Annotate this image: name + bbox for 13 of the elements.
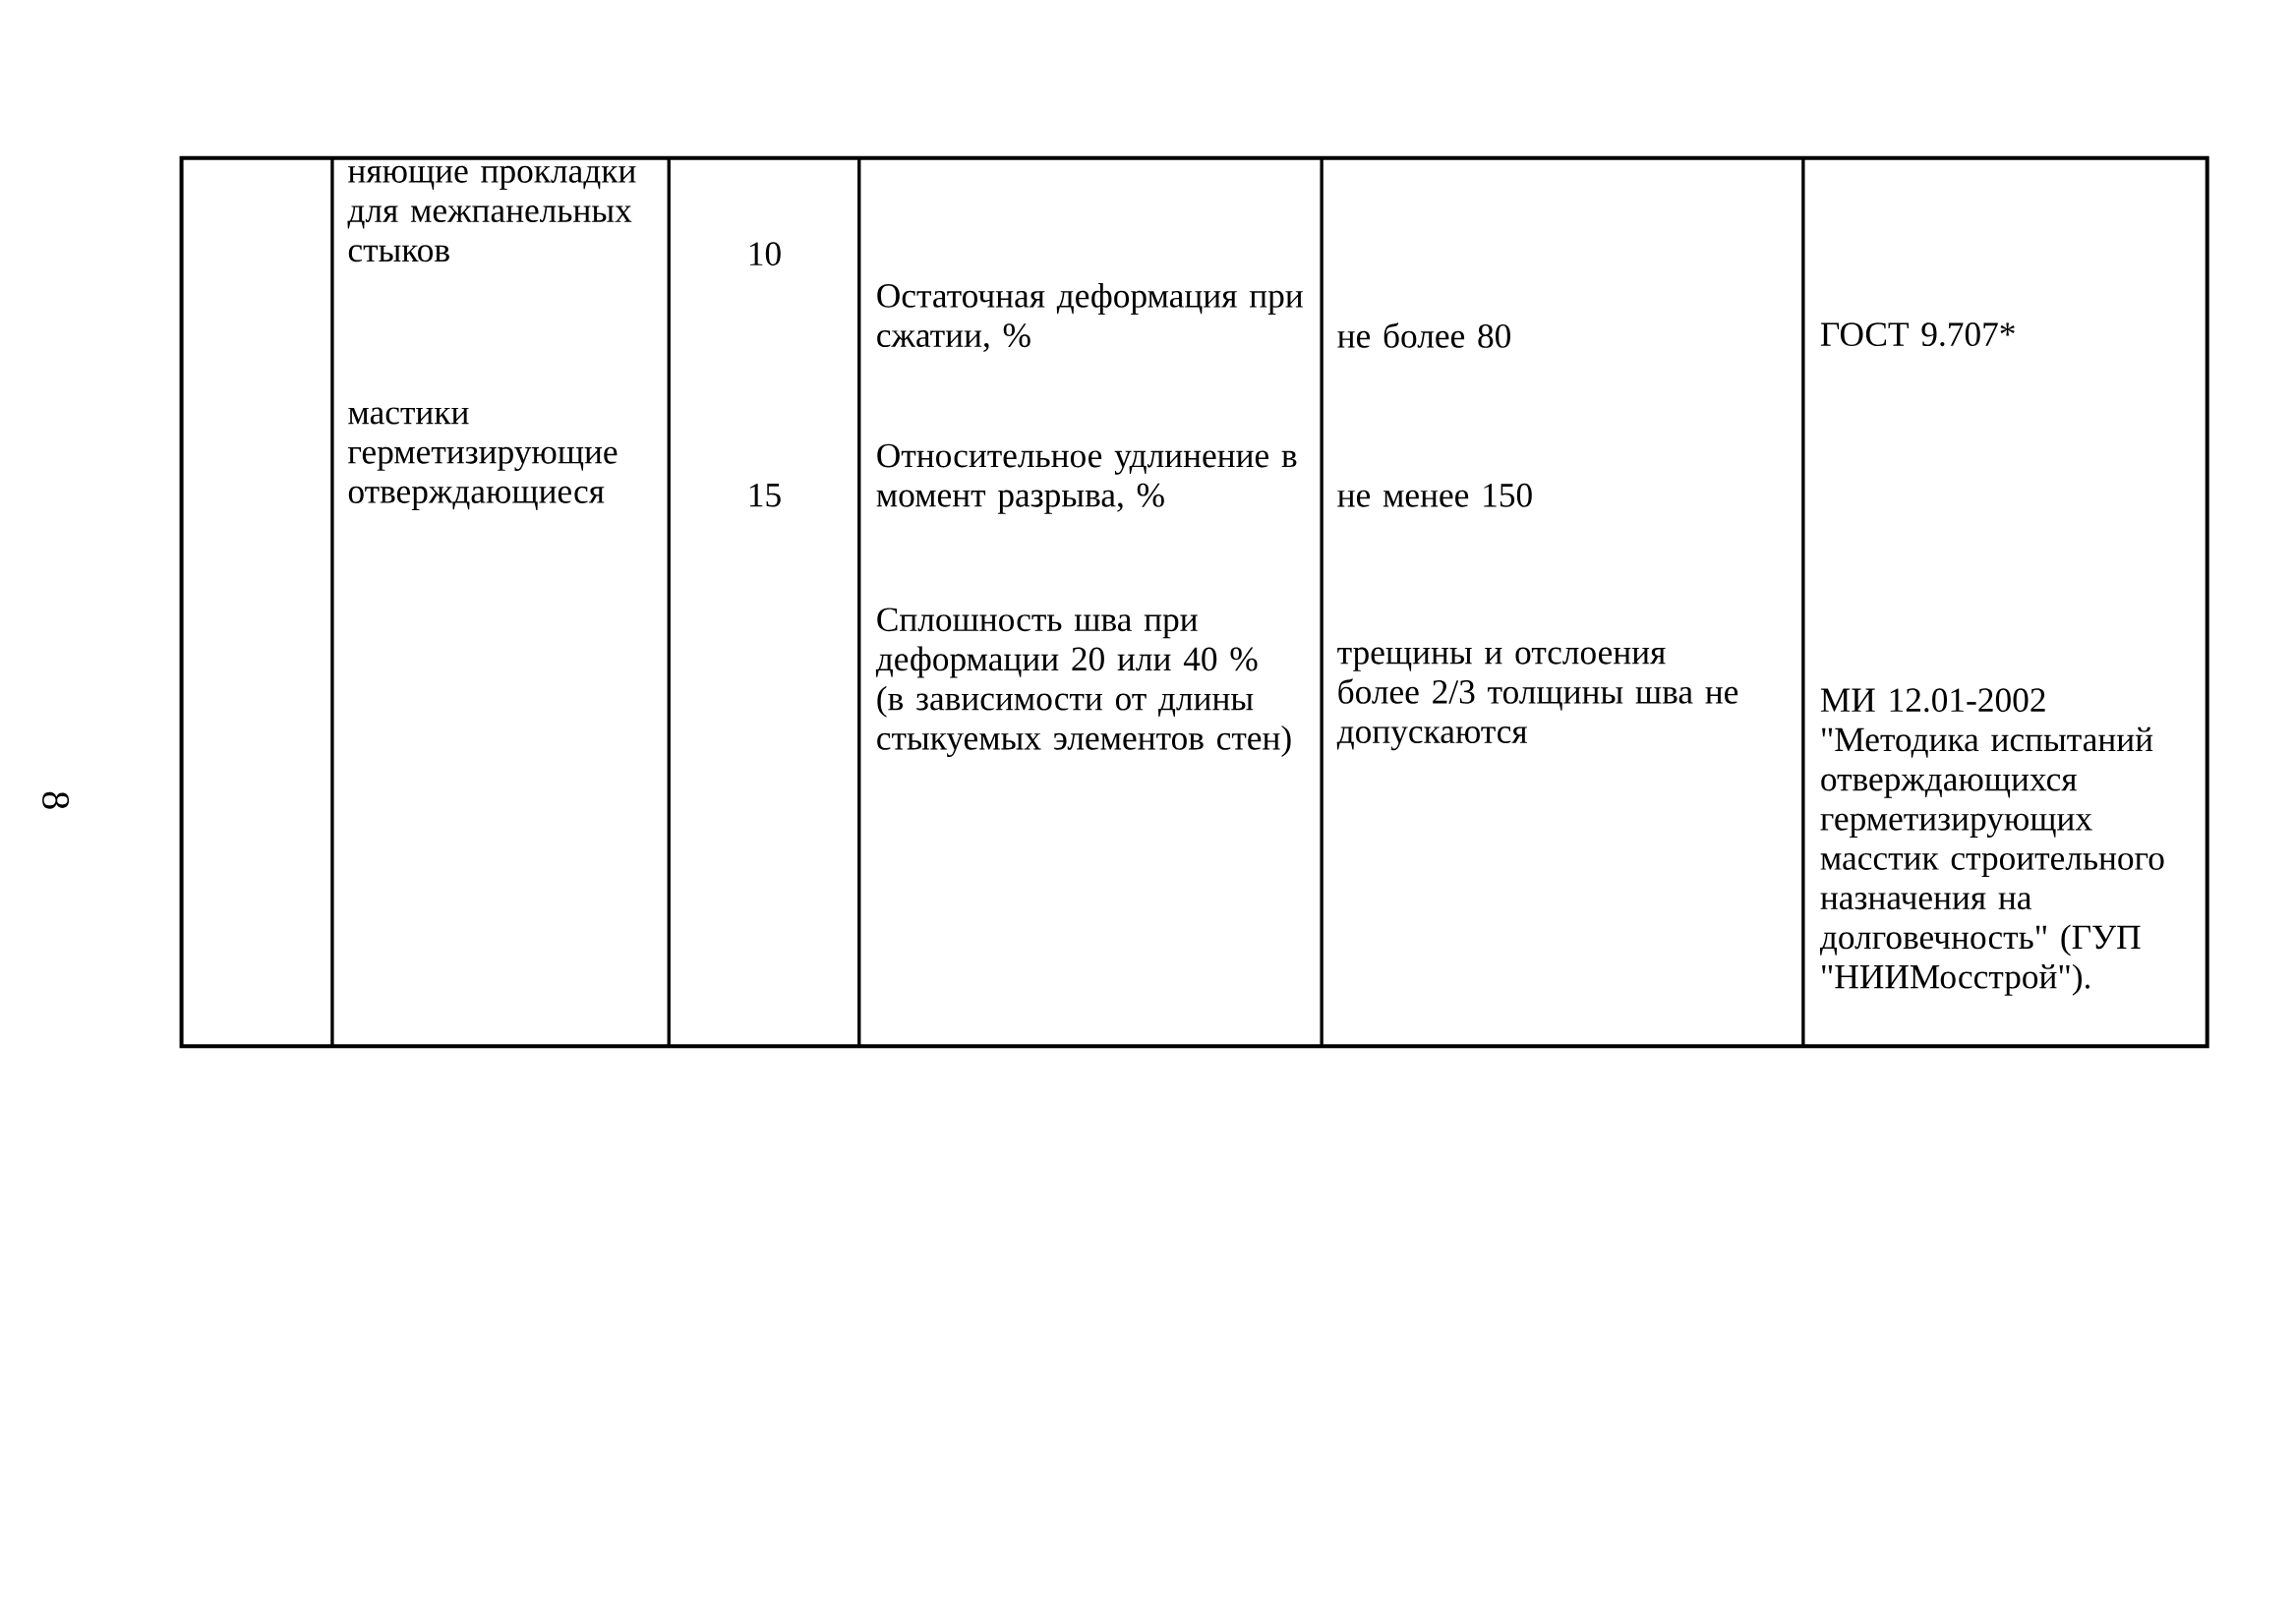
cell-text: не более 80	[1337, 322, 1510, 348]
cell-text: МИ 12.01-2002 "Методика испытаний отверждающихся герметизирующих масстик строительного назначения на долговечность" (ГУП "НИИМосстрой").	[1819, 688, 2164, 996]
cell-text: Относительное удлинение в момент разрыва, %	[876, 443, 1297, 514]
cell-text: Сплошность шва при деформации 20 или 40 % (в зависимости от длины стыкуемых элементов стен)	[875, 608, 1291, 758]
cell-text: 15	[749, 483, 781, 507]
cell-text: трещины и отслоения более 2/3 толщины шва не допускаются	[1336, 647, 1738, 751]
cell-text: 10	[749, 242, 781, 266]
page-number: 8	[42, 791, 70, 809]
cell-text: ГОСТ 9.707*	[1820, 322, 2015, 347]
cell-text: няющие прокладки для межпанельных стыков	[347, 165, 636, 262]
cell-text: мастики герметизирующие отверждающиеся	[348, 407, 618, 511]
cell-text: не менее 150	[1337, 483, 1532, 507]
cell-text: Остаточная деформация при сжатии, %	[877, 282, 1303, 353]
